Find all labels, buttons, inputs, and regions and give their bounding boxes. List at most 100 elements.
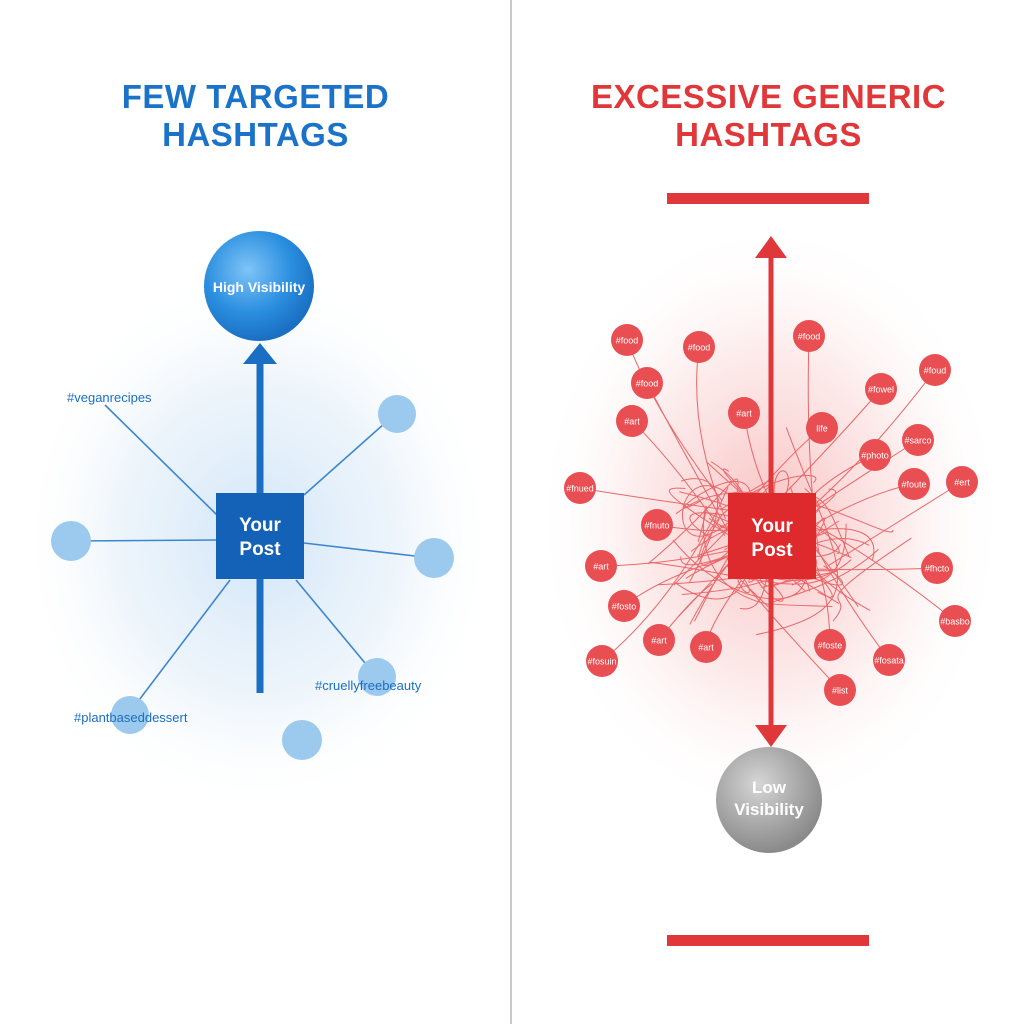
hashtag-node-label: #fhcto: [925, 564, 950, 574]
hashtag-node-label: #food: [798, 332, 821, 342]
hashtag-node-circle: [586, 645, 618, 677]
right-panel-title: EXCESSIVE GENERIC HASHTAGS: [513, 78, 1024, 154]
generic-hashtag-node: #art: [643, 624, 675, 656]
hashtag-node-label: #art: [698, 643, 714, 653]
tangle-curve: [755, 427, 839, 636]
hashtag-node-circle: [585, 550, 617, 582]
hashtag-spoke: [746, 585, 841, 691]
hashtag-node-label: #photo: [861, 451, 889, 461]
hashtag-node-label: #food: [636, 379, 659, 389]
generic-hashtag-node: #fosuin: [586, 645, 618, 677]
hashtag-node-label: #fosto: [612, 602, 637, 612]
hashtag-node: [358, 658, 396, 696]
left-title-line1: FEW TARGETED: [121, 78, 390, 115]
low-visibility-line2: Visibility: [734, 800, 804, 819]
right-title-line2: HASHTAGS: [675, 116, 862, 153]
generic-hashtag-node: #fnued: [564, 472, 596, 504]
hashtag-spoke: [696, 346, 726, 519]
generic-hashtag-node: #foute: [898, 468, 930, 500]
hashtag-node-label: #foute: [901, 480, 926, 490]
your-post-line1: Your: [751, 516, 793, 537]
right-title-line1: EXCESSIVE GENERIC: [590, 78, 947, 115]
hashtag-node-label: #basbo: [940, 617, 970, 627]
spoke-line: [303, 542, 433, 559]
hashtag-node: [378, 395, 416, 433]
hashtag-node-label: #fowel: [868, 385, 894, 395]
hashtag-node-circle: [824, 674, 856, 706]
targeted-hashtags-panel: FEW TARGETED HASHTAGS: [0, 0, 511, 1024]
hashtag-node-circle: [859, 439, 891, 471]
hashtag-node-circle: [690, 631, 722, 663]
generic-network-diagram: #food#food#food#food#fowel#foud#art#artl…: [535, 193, 1005, 946]
hashtag-node-label: #sarco: [904, 436, 931, 446]
spoke-line: [295, 579, 376, 676]
high-visibility-circle: [204, 231, 314, 341]
hashtag-node-label: #ert: [954, 478, 970, 488]
hashtag-spoke: [601, 487, 729, 662]
hashtag-node-circle: [902, 424, 934, 456]
generic-hashtag-nodes: #food#food#food#food#fowel#foud#art#artl…: [564, 320, 978, 706]
generic-hashtag-node: #food: [631, 367, 663, 399]
hashtag-node-circle: [898, 468, 930, 500]
spoke-lines: [71, 404, 433, 713]
generic-hashtag-node: #art: [585, 550, 617, 582]
spoke-line: [71, 539, 218, 542]
hashtag-node-label: #list: [832, 686, 849, 696]
generic-hashtag-node: #sarco: [902, 424, 934, 456]
generic-hashtag-node: #basbo: [939, 605, 971, 637]
tangle-curve: [832, 537, 912, 622]
hashtag-node-circle: [641, 509, 673, 541]
hashtag-node-label: #foud: [924, 366, 947, 376]
generic-hashtag-node: #fosto: [608, 590, 640, 622]
low-visibility-line1: Low: [752, 778, 787, 797]
generic-hashtag-node: #art: [616, 405, 648, 437]
hashtag-node-label: #fnuto: [644, 521, 669, 531]
generic-hashtag-node: #food: [793, 320, 825, 352]
hashtag-node-circle: [616, 405, 648, 437]
tangle-curve: [683, 480, 752, 509]
generic-hashtag-node: #foste: [814, 629, 846, 661]
your-post-line1: Your: [239, 515, 281, 536]
spoke-line: [303, 414, 395, 496]
hashtag-node: [51, 521, 91, 561]
left-panel-title: FEW TARGETED HASHTAGS: [0, 78, 511, 154]
hashtag-node-label: #fosata: [874, 656, 904, 666]
generic-hashtag-node: #food: [611, 324, 643, 356]
generic-hashtag-node: #fhcto: [921, 552, 953, 584]
hashtag-node-circle: [865, 373, 897, 405]
generic-hashtags-panel: EXCESSIVE GENERIC HASHTAGS #: [513, 0, 1024, 1024]
hashtag-node-label: #food: [616, 336, 639, 346]
top-limit-bar: [667, 193, 869, 204]
panel-divider: [510, 0, 512, 1024]
hashtag-node-label: #art: [651, 636, 667, 646]
hashtag-label: #veganrecipes: [67, 390, 152, 405]
your-post-box: [216, 493, 304, 579]
spoke-line: [129, 579, 231, 713]
hashtag-node-circle: [564, 472, 596, 504]
hashtag-node-circle: [806, 412, 838, 444]
hashtag-node-circle: [608, 590, 640, 622]
your-post-line2: Post: [239, 539, 281, 560]
hashtag-node: [282, 720, 322, 760]
hashtag-node-label: #fosuin: [587, 657, 616, 667]
spoke-line: [104, 404, 218, 516]
hashtag-node-label: #foste: [818, 641, 843, 651]
vertical-arrow-head-down: [755, 725, 787, 747]
hashtag-node-label: #art: [593, 562, 609, 572]
hashtag-node-circle: [814, 629, 846, 661]
hashtag-node-circle: [921, 552, 953, 584]
generic-hashtag-node: #photo: [859, 439, 891, 471]
low-visibility-circle: [716, 747, 822, 853]
hashtag-node-circle: [946, 466, 978, 498]
generic-hashtag-node: #art: [690, 631, 722, 663]
generic-hashtag-node: #art: [728, 397, 760, 429]
your-post-line2: Post: [751, 540, 793, 561]
hashtag-node-circle: [939, 605, 971, 637]
hashtag-node-circle: [873, 644, 905, 676]
hashtag-node-circle: [611, 324, 643, 356]
hashtag-node-label: #fnued: [566, 484, 594, 494]
hashtag-node-label: life: [816, 424, 828, 434]
hashtag-node: [414, 538, 454, 578]
tangle-curve: [697, 505, 772, 606]
hashtag-nodes: [51, 395, 454, 760]
